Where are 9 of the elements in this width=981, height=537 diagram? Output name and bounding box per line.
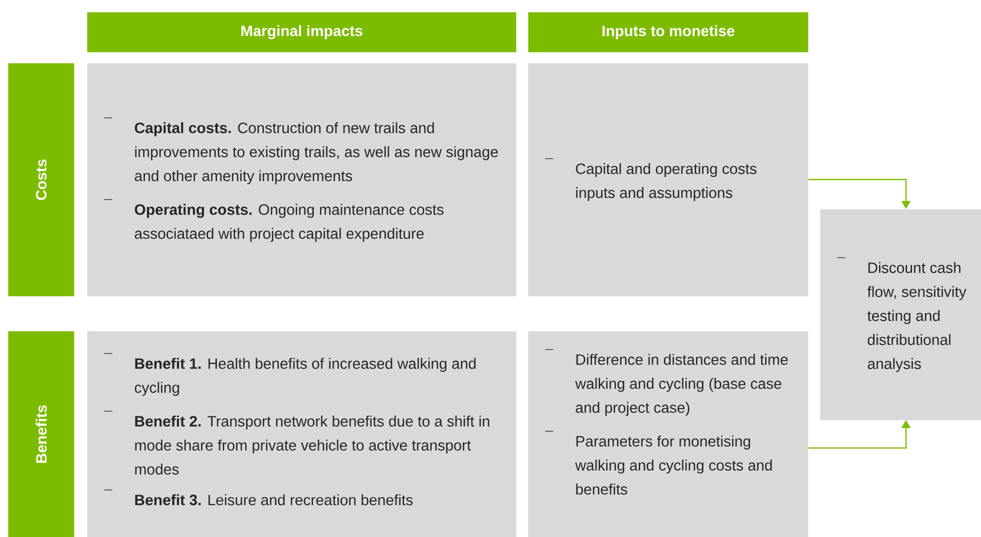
column-header: Marginal impacts: [87, 12, 516, 52]
row-header: Benefits: [8, 331, 74, 537]
column-header: Inputs to monetise: [528, 12, 808, 52]
content-box: Benefit 1. Health benefits of increased walking and cycling Benefit 2. Transport network benefits due to a shift in mode share from private vehicle to active transport modes Benefit 3. Leisure and recreation benefits: [87, 331, 516, 537]
content-box: Discount cash flow, sensitivity testing and distributional analysis: [820, 209, 981, 420]
content-box: Capital and operating costs inputs and assumptions: [528, 63, 808, 296]
content-box: Difference in distances and time walking and cycling (base case and project case) Parameters for monetising walking and cycling costs and benefits: [528, 331, 808, 537]
row-header: Costs: [8, 63, 74, 296]
content-box: Capital costs. Construction of new trails and improvements to existing trails, as well as new signage and other amenity improvements Operating costs. Ongoing maintenance costs associataed with project capital expenditure: [87, 63, 516, 296]
